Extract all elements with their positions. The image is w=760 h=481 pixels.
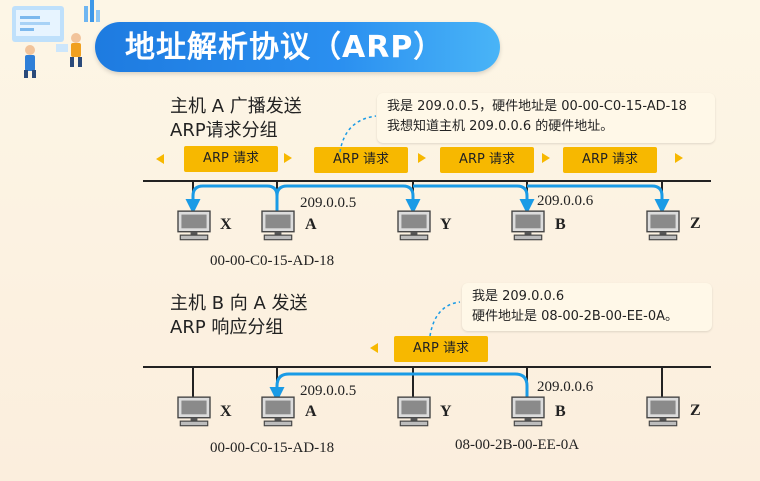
title-bar [95,22,500,72]
bottom-label-line1: 主机 B 向 A 发送 [170,293,308,314]
bottom-host-z-label: Z [690,402,701,419]
bottom-ip-a: 209.0.0.5 [300,383,357,399]
top-callout: 我是 209.0.0.5，硬件地址是 00-00-C0-15-AD-18 我想知… [377,93,715,143]
page-title: 地址解析协议（ARP） [125,30,445,65]
bottom-label-line2: ARP 响应分组 [170,317,284,338]
top-mac-a: 00-00-C0-15-AD-18 [210,253,335,269]
top-label-line2: ARP请求分组 [170,120,278,141]
top-label: 主机 A 广播发送 ARP请求分组 [170,95,302,143]
arp-request-chip-2: ARP 请求 [314,147,408,173]
arp-request-chip-4: ARP 请求 [563,147,657,173]
bottom-callout-line1: 我是 209.0.0.6 [472,289,565,304]
arp-request-chip-3: ARP 请求 [440,147,534,173]
top-host-a-label: A [305,216,317,233]
top-host-x-label: X [220,216,232,233]
bottom-host-a-label: A [305,403,317,420]
bottom-callout: 我是 209.0.0.6 硬件地址是 08-00-2B-00-EE-0A。 [462,283,712,331]
top-ip-b: 209.0.0.6 [537,193,594,209]
arp-request-chip-1: ARP 请求 [184,146,278,172]
top-callout-line2: 我想知道主机 209.0.0.6 的硬件地址。 [387,119,614,134]
bottom-host-x-label: X [220,403,232,420]
bottom-mac-a: 00-00-C0-15-AD-18 [210,440,335,456]
top-ip-a: 209.0.0.5 [300,195,357,211]
top-label-line1: 主机 A 广播发送 [170,96,302,117]
top-host-z-label: Z [690,215,701,232]
bottom-host-y-label: Y [440,403,452,420]
bottom-callout-line2: 硬件地址是 08-00-2B-00-EE-0A。 [472,309,678,324]
bottom-label: 主机 B 向 A 发送 ARP 响应分组 [170,292,308,340]
bottom-ip-b: 209.0.0.6 [537,379,594,395]
top-callout-line1: 我是 209.0.0.5，硬件地址是 00-00-C0-15-AD-18 [387,99,687,114]
top-host-b-label: B [555,216,566,233]
top-host-y-label: Y [440,216,452,233]
illustration-logo [12,0,100,78]
arp-response-chip: ARP 请求 [394,336,488,362]
bottom-mac-b: 08-00-2B-00-EE-0A [455,437,580,453]
bottom-host-b-label: B [555,403,566,420]
